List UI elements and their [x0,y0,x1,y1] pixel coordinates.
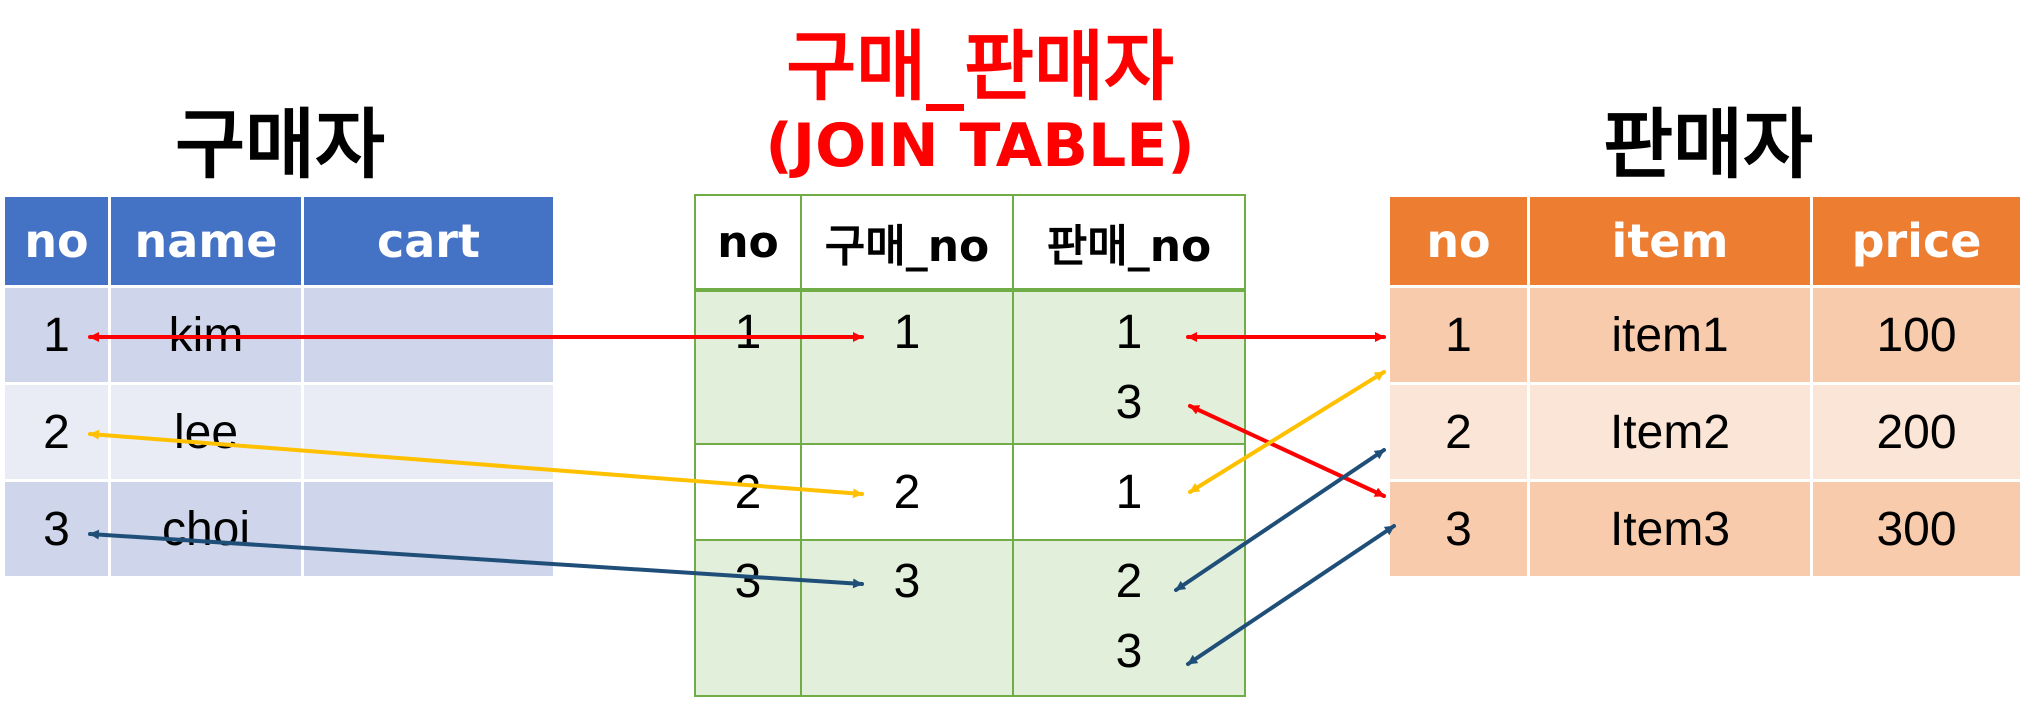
join-seller-no: 1 [1012,443,1246,541]
join-row: 3 3 2 3 [694,539,1246,697]
join-header-no: no [694,194,802,291]
join-seller-no: 2 3 [1012,539,1246,697]
join-buyer-no: 2 [800,443,1014,541]
seller-price: 300 [1810,479,2023,579]
seller-no: 3 [1387,479,1530,579]
join-header-buyer-no: 구매_no [800,194,1014,291]
join-table-subtitle: (JOIN TABLE) [765,111,1195,181]
join-no-value: 1 [734,306,762,359]
seller-table: no item price 1 item1 100 2 Item2 200 3 … [1387,194,2023,579]
buyer-header-no: no [2,194,111,288]
buyer-row: 2 lee [2,382,556,482]
join-no: 1 [694,289,802,445]
join-seller-no: 1 3 [1012,289,1246,445]
buyer-name: choi [108,479,304,579]
seller-item: item1 [1527,285,1813,385]
seller-price: 100 [1810,285,2023,385]
buyer-no: 1 [2,285,111,385]
seller-price: 200 [1810,382,2023,482]
join-seller-no-value: 3 [1115,625,1143,678]
join-header-row: no 구매_no 판매_no [694,194,1246,291]
buyer-row: 3 choi [2,479,556,579]
join-buyer-no-value: 3 [893,555,921,608]
buyer-row: 1 kim [2,285,556,385]
seller-row: 1 item1 100 [1387,285,2023,385]
seller-no: 2 [1387,382,1530,482]
seller-no: 1 [1387,285,1530,385]
join-no: 3 [694,539,802,697]
join-seller-no-value: 1 [1115,306,1143,359]
join-no-value: 3 [734,555,762,608]
seller-table-title: 판매자 [1603,100,1813,189]
join-row: 2 2 1 [694,443,1246,541]
buyer-cart [301,479,556,579]
buyer-header-row: no name cart [2,194,556,288]
buyer-header-cart: cart [301,194,556,288]
seller-header-row: no item price [1387,194,2023,288]
seller-header-no: no [1387,194,1530,288]
join-buyer-no: 1 [800,289,1014,445]
buyer-name: lee [108,382,304,482]
buyer-cart [301,382,556,482]
join-row: 1 1 1 3 [694,289,1246,445]
join-buyer-no-value: 1 [893,306,921,359]
join-no: 2 [694,443,802,541]
seller-header-price: price [1810,194,2023,288]
buyer-no: 3 [2,479,111,579]
join-seller-no-value: 2 [1115,555,1143,608]
seller-row: 2 Item2 200 [1387,382,2023,482]
seller-item: Item2 [1527,382,1813,482]
seller-row: 3 Item3 300 [1387,479,2023,579]
buyer-no: 2 [2,382,111,482]
join-header-seller-no: 판매_no [1012,194,1246,291]
join-buyer-no: 3 [800,539,1014,697]
join-table-title: 구매_판매자 [786,22,1174,111]
buyer-table: no name cart 1 kim 2 lee 3 choi [2,194,556,579]
join-table: no 구매_no 판매_no 1 1 1 3 2 2 1 3 3 2 3 [694,194,1246,697]
join-seller-no-value: 3 [1115,376,1143,429]
buyer-name: kim [108,285,304,385]
buyer-cart [301,285,556,385]
seller-header-item: item [1527,194,1813,288]
buyer-header-name: name [108,194,304,288]
seller-item: Item3 [1527,479,1813,579]
buyer-table-title: 구매자 [175,100,385,189]
